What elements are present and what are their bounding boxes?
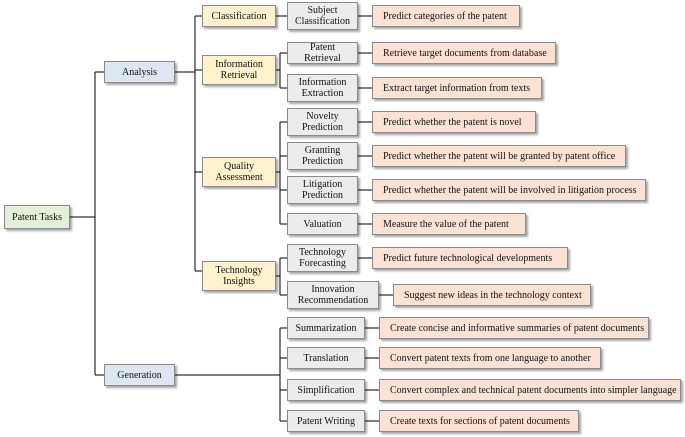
task-granting-prediction: Granting Prediction bbox=[287, 142, 358, 170]
task-patent-retrieval: Patent Retrieval bbox=[287, 42, 358, 64]
desc-summarization: Create concise and informative summaries… bbox=[379, 317, 649, 339]
branch-generation: Generation bbox=[104, 364, 175, 386]
desc-information-extraction: Extract target information from texts bbox=[372, 77, 542, 99]
task-technology-forecasting: Technology Forecasting bbox=[287, 244, 358, 272]
root-node-patent-tasks: Patent Tasks bbox=[4, 205, 70, 229]
task-subject-classification: Subject Classification bbox=[287, 2, 358, 30]
group-quality-assessment: Quality Assessment bbox=[202, 157, 276, 187]
desc-litigation-prediction: Predict whether the patent will be invol… bbox=[372, 179, 646, 201]
desc-patent-writing: Create texts for sections of patent docu… bbox=[379, 410, 579, 432]
desc-granting-prediction: Predict whether the patent will be grant… bbox=[372, 145, 626, 167]
group-technology-insights: Technology Insights bbox=[202, 261, 276, 291]
desc-innovation-recommendation: Suggest new ideas in the technology cont… bbox=[393, 284, 591, 306]
desc-novelty-prediction: Predict whether the patent is novel bbox=[372, 111, 536, 133]
branch-analysis: Analysis bbox=[104, 61, 175, 83]
desc-subject-classification: Predict categories of the patent bbox=[372, 5, 520, 27]
task-innovation-recommendation: Innovation Recommendation bbox=[287, 281, 379, 309]
desc-valuation: Measure the value of the patent bbox=[372, 213, 526, 235]
desc-simplification: Convert complex and technical patent doc… bbox=[379, 379, 681, 401]
desc-technology-forecasting: Predict future technological development… bbox=[372, 247, 568, 269]
task-litigation-prediction: Litigation Prediction bbox=[287, 176, 358, 204]
desc-patent-retrieval: Retrieve target documents from database bbox=[372, 42, 556, 64]
task-valuation: Valuation bbox=[287, 213, 358, 235]
desc-translation: Convert patent texts from one language t… bbox=[379, 347, 601, 369]
task-translation: Translation bbox=[287, 347, 365, 369]
task-summarization: Summarization bbox=[287, 317, 365, 339]
task-novelty-prediction: Novelty Prediction bbox=[287, 108, 358, 136]
group-information-retrieval: Information Retrieval bbox=[202, 55, 276, 85]
task-information-extraction: Information Extraction bbox=[287, 74, 358, 102]
group-classification: Classification bbox=[202, 5, 276, 27]
task-simplification: Simplification bbox=[287, 379, 365, 401]
task-patent-writing: Patent Writing bbox=[287, 410, 365, 432]
